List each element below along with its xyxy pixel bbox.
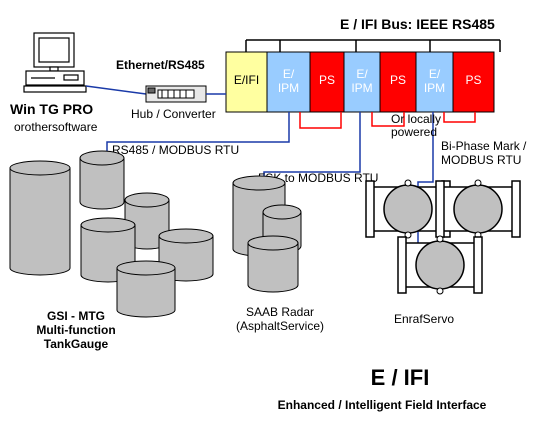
hub-label: Hub / Converter: [131, 107, 216, 121]
module-label: E/: [356, 67, 368, 81]
module-efi-0: E/IFI: [225, 51, 268, 113]
tank-5: [116, 260, 176, 318]
tank-0: [9, 160, 71, 276]
rs485-label: RS485 / MODBUS RTU: [112, 143, 239, 157]
saab-label-2: (AsphaltService): [236, 319, 324, 333]
servo-1: [435, 179, 521, 239]
module-label: PS: [465, 73, 481, 87]
ethernet-link: [85, 85, 147, 95]
rs485-link: [106, 112, 290, 152]
gsi-label-2: Multi-function: [36, 323, 115, 337]
bus-label: E / IFI Bus: IEEE RS485: [340, 16, 495, 32]
tank-group: [9, 150, 302, 318]
pc-name: Win TG PRO: [10, 101, 93, 117]
bus: [245, 39, 501, 52]
ps-link-1: [299, 112, 342, 129]
tank-8: [247, 235, 299, 293]
hub-icon: [145, 85, 207, 103]
saab-label-1: SAAB Radar: [246, 305, 314, 319]
module-label: E/: [429, 67, 441, 81]
module-label: E/: [283, 67, 295, 81]
ps-link-2: [371, 112, 405, 127]
gsi-label-3: TankGauge: [44, 337, 109, 351]
module-ps-4: PS: [379, 51, 417, 113]
servo-group: [365, 179, 521, 295]
gsi-label-1: GSI - MTG: [47, 309, 105, 323]
footer-title: E / IFI: [371, 365, 430, 390]
module-label: IPM: [278, 81, 299, 95]
module-ipm-5: E/IPM: [415, 51, 454, 113]
biphase-label-1: Bi-Phase Mark /: [441, 139, 527, 153]
tank-1: [79, 150, 125, 210]
footer-subtitle: Enhanced / Intelligent Field Interface: [278, 398, 487, 412]
computer-icon: [23, 32, 87, 93]
module-label: E/IFI: [234, 73, 259, 87]
module-label: IPM: [351, 81, 372, 95]
pc-subtitle: orothersoftware: [14, 120, 98, 134]
biphase-label-2: MODBUS RTU: [441, 153, 521, 167]
module-rack: E/IFI E/IPM PS E/IPM PS E/IPM PS: [225, 51, 495, 113]
module-label: PS: [319, 73, 335, 87]
locally-powered-line-2: powered: [391, 125, 437, 139]
module-ps-2: PS: [309, 51, 345, 113]
module-ipm-3: E/IPM: [343, 51, 381, 113]
locally-powered-line-1: Or locally: [391, 112, 441, 126]
enraf-label: EnrafServo: [394, 312, 454, 326]
ps-link-3: [443, 112, 476, 123]
servo-2: [397, 235, 483, 295]
ethernet-label: Ethernet/RS485: [116, 58, 205, 72]
module-label: IPM: [424, 81, 445, 95]
fsk-label: FSK to MODBUS RTU: [258, 171, 378, 185]
module-ipm-1: E/IPM: [266, 51, 311, 113]
module-ps-6: PS: [452, 51, 495, 113]
module-label: PS: [390, 73, 406, 87]
